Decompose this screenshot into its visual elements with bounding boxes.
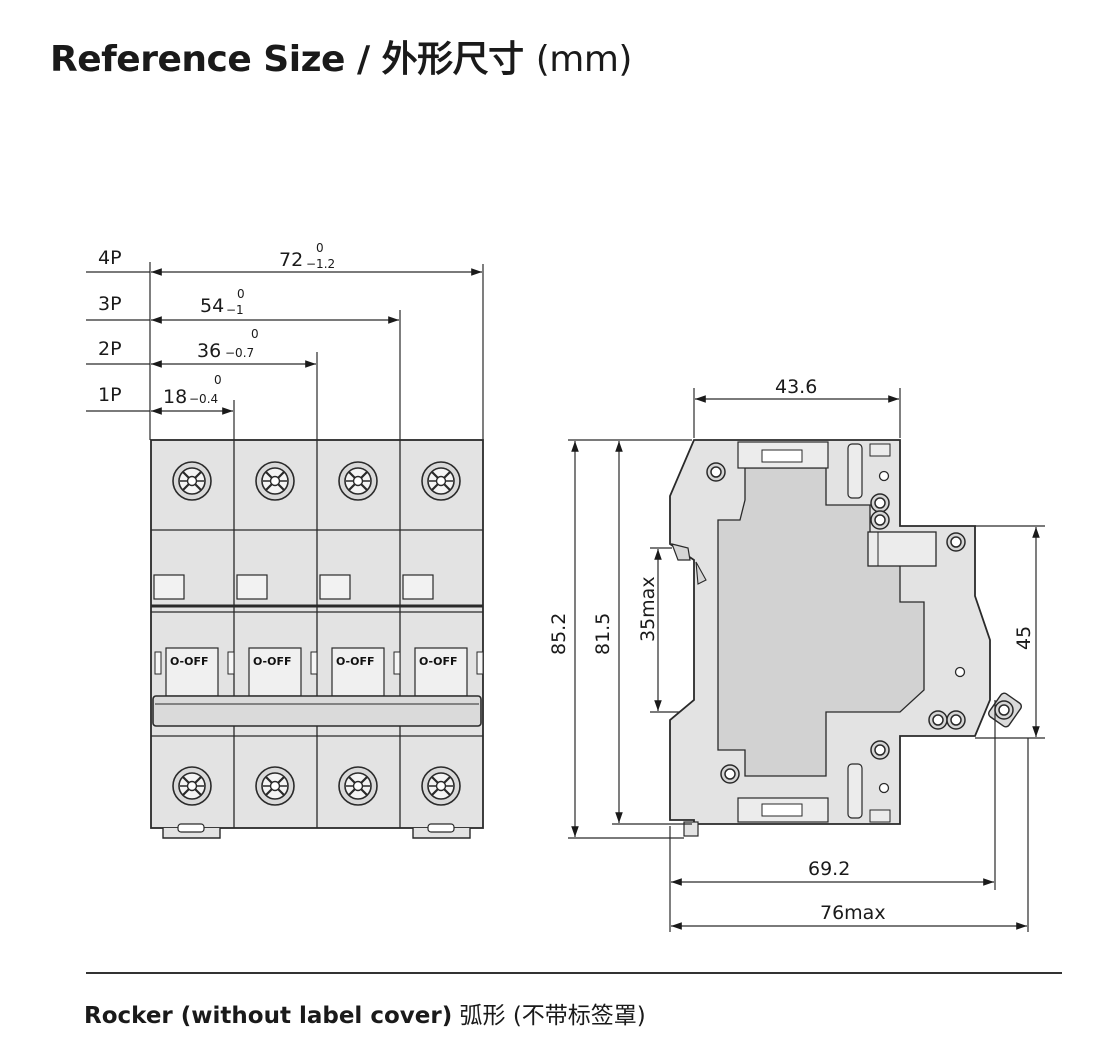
switch-label-4: O-OFF bbox=[419, 655, 458, 668]
caption-cn: 弧形 (不带标签罩) bbox=[459, 1003, 646, 1029]
dim-3p-value: 54 bbox=[200, 295, 224, 317]
dim-1p-tol-lower: −0.4 bbox=[189, 392, 218, 406]
dim-2p-tol-lower: −0.7 bbox=[225, 346, 254, 360]
rivet-icon bbox=[720, 764, 740, 784]
rivet-icon bbox=[946, 710, 966, 730]
dim-2p-tol-upper: 0 bbox=[251, 327, 259, 341]
rivet-icon bbox=[870, 493, 890, 513]
switch-label-1: O-OFF bbox=[170, 655, 209, 668]
title-unit: (mm) bbox=[535, 39, 633, 80]
dim-din-rail: 35max bbox=[637, 576, 659, 642]
dim-4p-tol-upper: 0 bbox=[316, 241, 324, 255]
dim-depth-max: 76max bbox=[820, 902, 886, 924]
pole-dimension-rows: 4P 3P 2P 1P 72 0 −1.2 54 0 −1 36 0 −0.7 bbox=[86, 241, 484, 440]
dim-height-total: 85.2 bbox=[548, 613, 570, 655]
dim-2p-value: 36 bbox=[197, 340, 221, 362]
terminal-screw-icon bbox=[171, 765, 213, 807]
terminal-screw-icon bbox=[337, 460, 379, 502]
dim-height-body: 81.5 bbox=[592, 613, 614, 655]
dim-3p-tol-lower: −1 bbox=[226, 303, 244, 317]
rivet-icon bbox=[994, 700, 1014, 720]
terminal-screw-icon bbox=[420, 765, 462, 807]
switch-label-3: O-OFF bbox=[336, 655, 375, 668]
caption-en: Rocker (without label cover) bbox=[84, 1003, 453, 1029]
title-main: Reference Size / 外形尺寸 bbox=[50, 39, 524, 80]
dim-front-height: 45 bbox=[1013, 626, 1035, 650]
pole-label-4p: 4P bbox=[98, 247, 122, 269]
dim-3p-tol-upper: 0 bbox=[237, 287, 245, 301]
terminal-screw-icon bbox=[254, 460, 296, 502]
side-view: 43.6 85.2 81.5 35max 45 69.2 76max bbox=[548, 376, 1045, 932]
dim-depth: 69.2 bbox=[808, 858, 850, 880]
rivet-icon bbox=[706, 462, 726, 482]
rivet-icon bbox=[870, 510, 890, 530]
pole-label-2p: 2P bbox=[98, 338, 122, 360]
section-divider bbox=[86, 972, 1062, 974]
dim-1p-tol-upper: 0 bbox=[214, 373, 222, 387]
terminal-screw-icon bbox=[337, 765, 379, 807]
rivet-icon bbox=[870, 740, 890, 760]
switch-label-2: O-OFF bbox=[253, 655, 292, 668]
front-view: 4P 3P 2P 1P 72 0 −1.2 54 0 −1 36 0 −0.7 bbox=[86, 241, 484, 839]
breaker-front-body: O-OFF O-OFF O-OFF O-OFF bbox=[150, 439, 484, 839]
rivet-icon bbox=[928, 710, 948, 730]
pole-label-1p: 1P bbox=[98, 384, 122, 406]
dim-top-width: 43.6 bbox=[775, 376, 817, 398]
dim-4p-tol-lower: −1.2 bbox=[306, 257, 335, 271]
rivet-icon bbox=[946, 532, 966, 552]
dim-1p-value: 18 bbox=[163, 386, 187, 408]
terminal-screw-icon bbox=[171, 460, 213, 502]
page-title: Reference Size / 外形尺寸 (mm) bbox=[50, 30, 632, 82]
terminal-screw-icon bbox=[420, 460, 462, 502]
terminal-screw-icon bbox=[254, 765, 296, 807]
dim-4p-value: 72 bbox=[279, 249, 303, 271]
variant-caption: Rocker (without label cover) 弧形 (不带标签罩) bbox=[84, 996, 646, 1030]
pole-label-3p: 3P bbox=[98, 293, 122, 315]
